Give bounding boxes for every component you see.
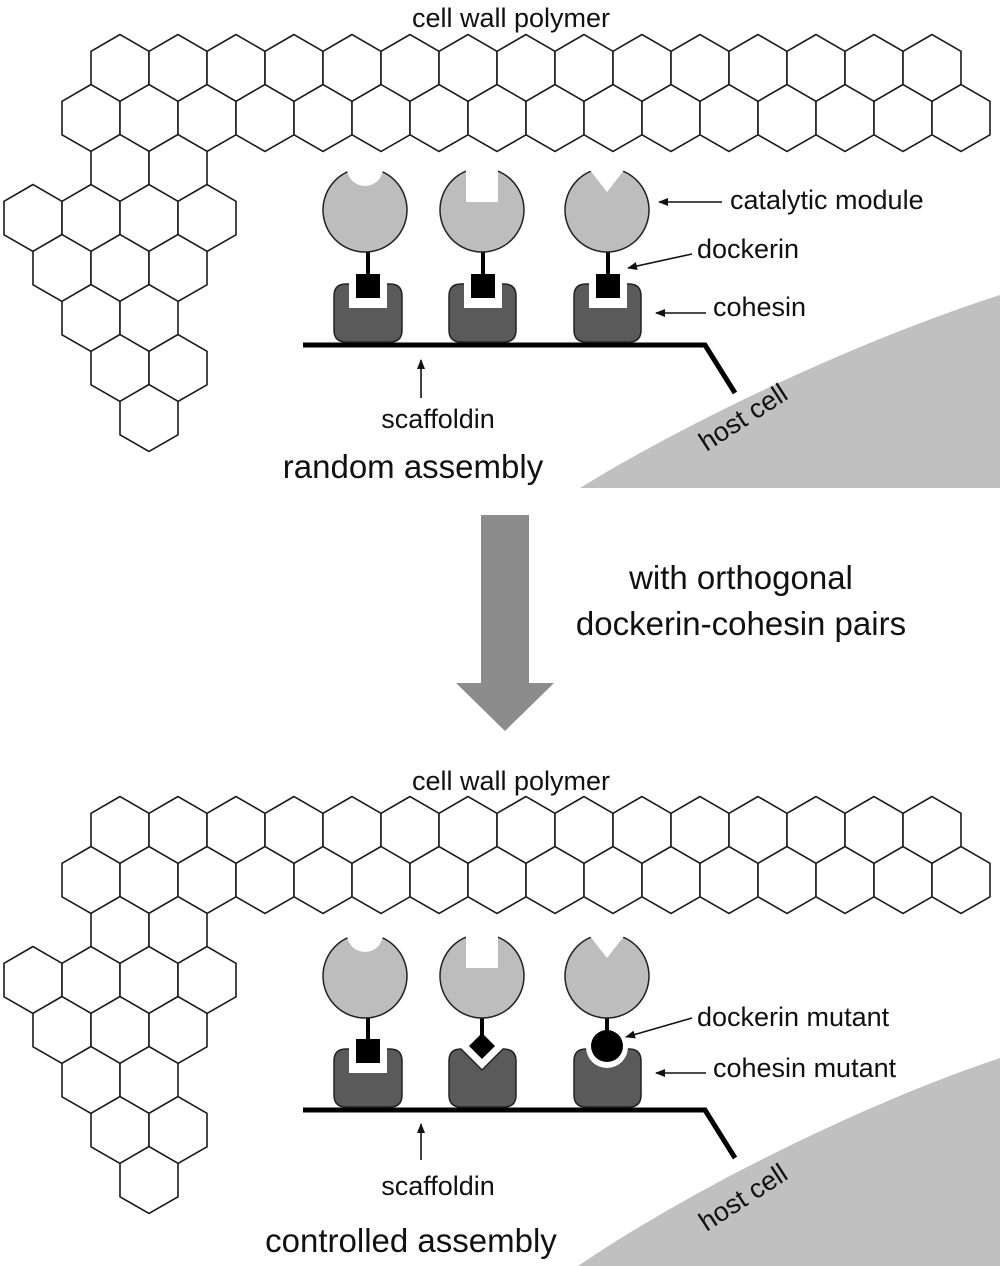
host-cell-bottom (578, 1058, 1000, 1266)
dockerin-3-top (596, 274, 620, 298)
dockerin-2-top (471, 274, 495, 298)
cell-wall-polymer-bottom (3, 795, 991, 1215)
bottom-scaffoldin-label: scaffoldin (381, 1171, 495, 1201)
enzyme-module-3-bottom (564, 926, 650, 1108)
enzyme-module-2-bottom (439, 930, 525, 1108)
bottom-panel: cell wall polymer host cell (3, 766, 1000, 1266)
dockerin-mutant-2-bottom (469, 1033, 495, 1059)
bottom-cohesin-label: cohesin mutant (713, 1053, 897, 1083)
dockerin-1-bottom (356, 1039, 380, 1063)
top-cohesin-label: cohesin (713, 292, 806, 322)
host-cell-top (580, 295, 1000, 488)
cell-wall-polymer-top (3, 33, 991, 453)
transition: with orthogonal dockerin-cohesin pairs (456, 515, 906, 731)
enzyme-module-1-top (322, 150, 408, 343)
scaffoldin-bottom (303, 1107, 738, 1160)
dockerin-mutant-3-bottom (591, 1030, 623, 1062)
scaffoldin-top (303, 342, 738, 395)
transition-line-2: dockerin-cohesin pairs (576, 605, 906, 642)
enzyme-module-1-bottom (322, 916, 408, 1108)
polymer-hexagon (119, 383, 179, 453)
cohesin-mutant-2-bottom (448, 1048, 517, 1108)
cohesin-mutant-3-bottom (573, 1048, 642, 1108)
dockerin-1-top (356, 274, 380, 298)
top-scaffoldin-label: scaffoldin (381, 404, 495, 434)
top-panel: cell wall polymer host cell (3, 3, 1000, 488)
bottom-dockerin-label: dockerin mutant (697, 1002, 890, 1032)
top-dockerin-label: dockerin (697, 234, 799, 264)
polymer-hexagon (931, 83, 991, 153)
polymer-hexagon (931, 845, 991, 915)
enzyme-module-3-top (564, 160, 650, 343)
transition-line-1: with orthogonal (628, 559, 853, 596)
down-arrow (456, 515, 554, 731)
top-polymer-label: cell wall polymer (412, 3, 610, 33)
enzyme-module-2-top (439, 164, 525, 343)
top-caption: random assembly (283, 448, 544, 485)
bottom-caption: controlled assembly (265, 1222, 557, 1259)
polymer-hexagon (119, 1145, 179, 1215)
top-catalytic-label: catalytic module (730, 185, 924, 215)
bottom-polymer-label: cell wall polymer (412, 766, 610, 796)
